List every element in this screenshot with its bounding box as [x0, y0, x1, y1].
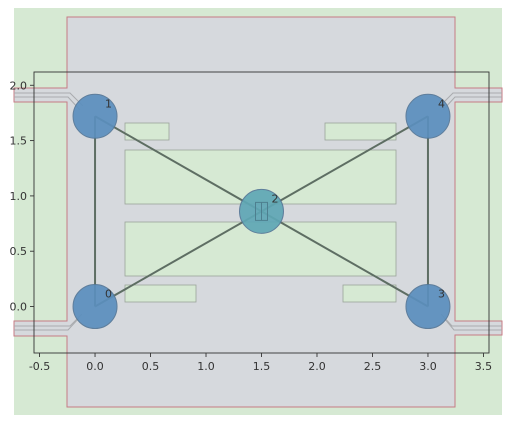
edge-1-2: [94, 115, 262, 213]
y-tick-label: 2.0: [10, 79, 28, 92]
node-label-3: 3: [438, 288, 445, 301]
edge-group: [94, 115, 429, 308]
node-4: [405, 93, 451, 139]
edge-2-4: [261, 115, 429, 213]
green-island: [342, 284, 397, 303]
feedline-trace: [14, 317, 80, 331]
green-island: [124, 122, 170, 141]
x-tick-label: 1.5: [253, 360, 271, 373]
x-tick-label: 1.0: [197, 360, 215, 373]
y-tick-label: 1.5: [10, 135, 28, 148]
x-tick-label: -0.5: [29, 360, 50, 373]
node-1: [72, 93, 118, 139]
edge-2-3: [261, 210, 429, 308]
edge-0-2: [94, 210, 262, 308]
x-tick-label: 2.5: [364, 360, 382, 373]
y-tick-label: 0.0: [10, 301, 28, 314]
feedline-trace: [443, 317, 502, 331]
node-label-0: 0: [105, 288, 112, 301]
x-tick-label: 2.0: [308, 360, 326, 373]
node-label-1: 1: [105, 97, 112, 110]
green-island: [324, 122, 397, 141]
x-tick-label: 3.0: [419, 360, 437, 373]
y-tick-label: 0.5: [10, 245, 28, 258]
x-tick-label: 3.5: [475, 360, 493, 373]
node-0: [72, 284, 118, 330]
green-island: [124, 284, 197, 303]
y-tick-label: 1.0: [10, 190, 28, 203]
x-axis: -0.5 0.0 0.5 1.0 1.5 2.0 2.5 3.0 3.5: [29, 353, 492, 373]
x-tick-label: 0.0: [86, 360, 104, 373]
node-label-4: 4: [438, 97, 445, 110]
y-axis: 0.0 0.5 1.0 1.5 2.0: [10, 79, 34, 314]
node-label-2: 2: [272, 192, 279, 205]
node-group: 0 1 2 3 4: [72, 93, 451, 330]
node-3: [405, 284, 451, 330]
x-tick-label: 0.5: [142, 360, 160, 373]
